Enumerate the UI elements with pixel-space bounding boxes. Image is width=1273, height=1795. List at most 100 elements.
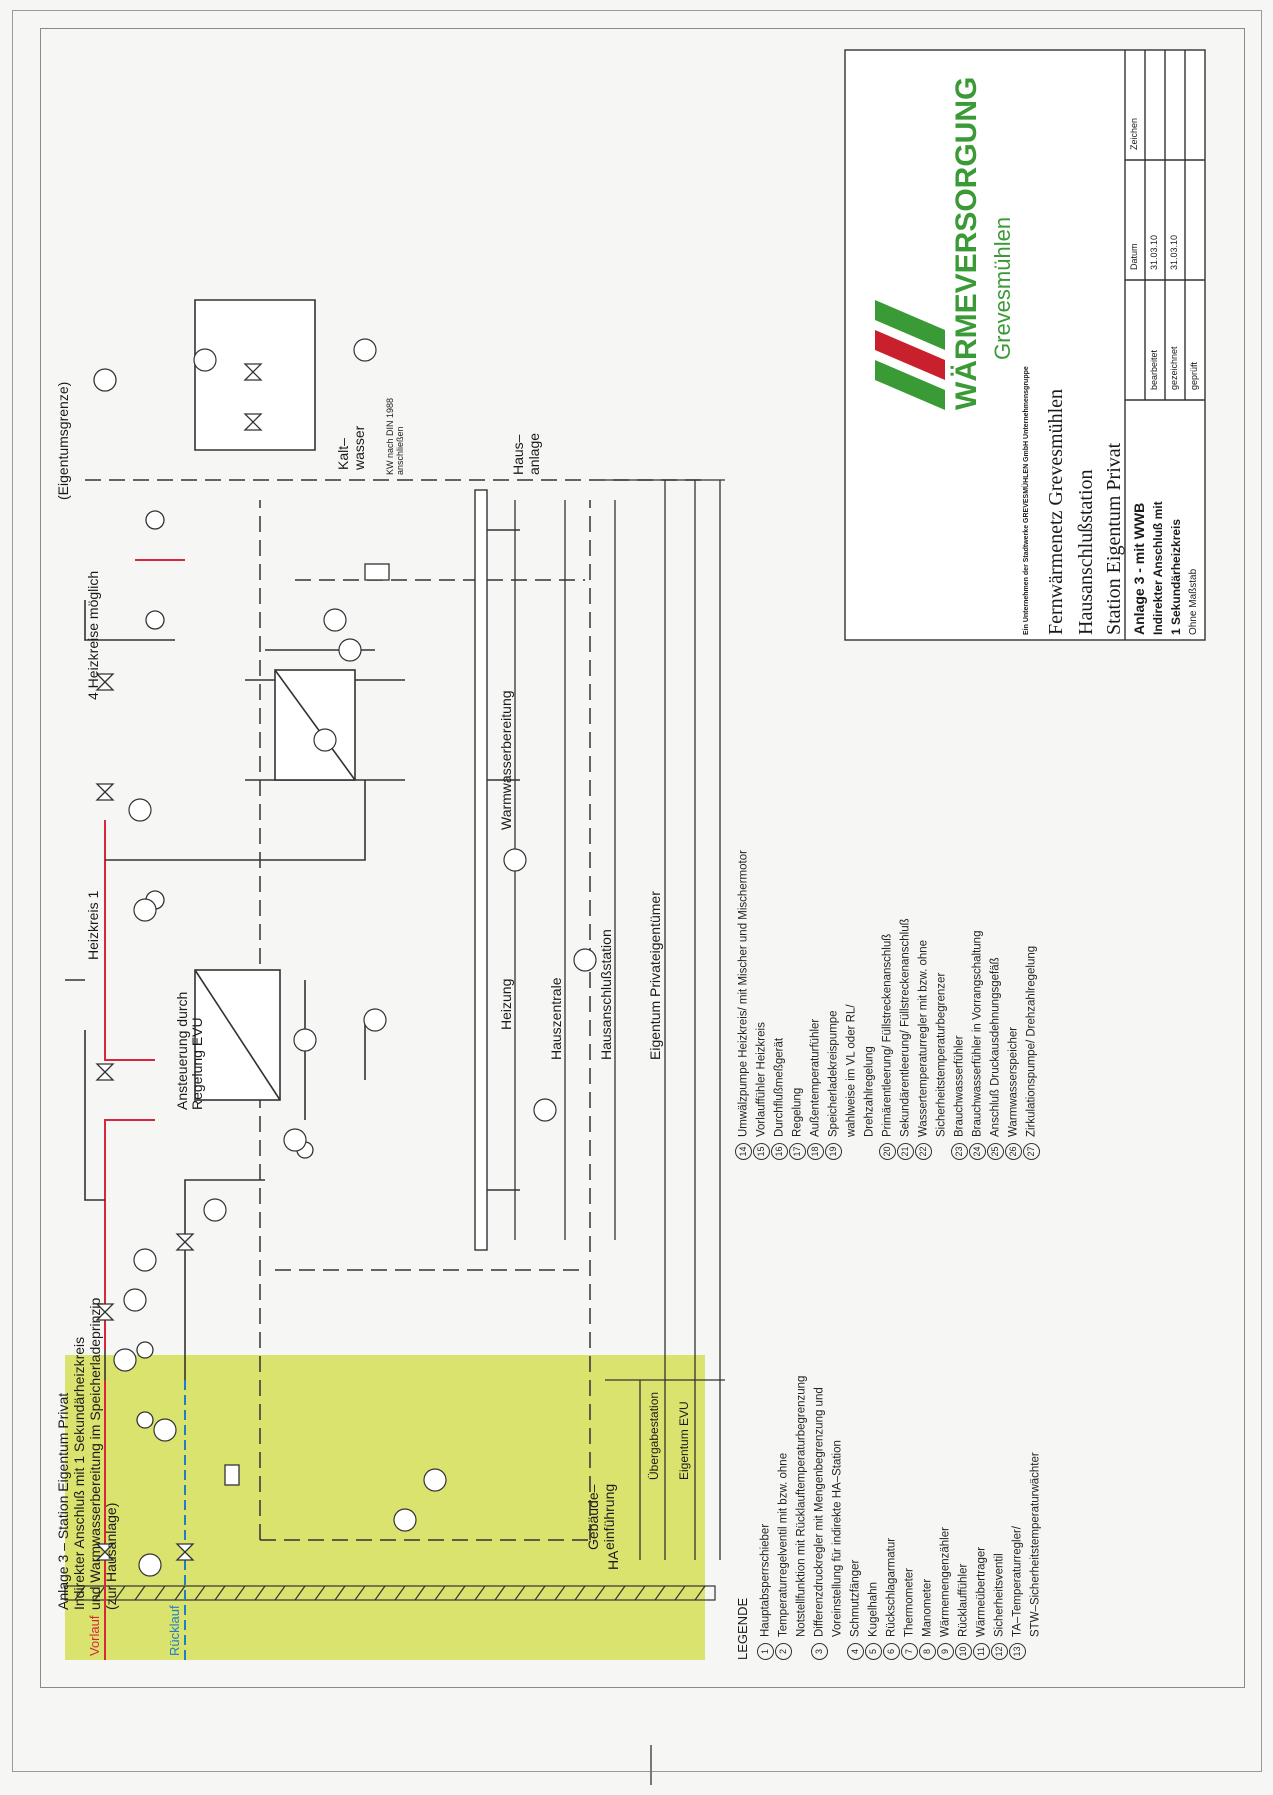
legend-number: 14 bbox=[735, 1143, 752, 1160]
legend-item: 11Wärmeübertrager bbox=[973, 1180, 991, 1660]
hausanlage-line-1: Haus– bbox=[510, 434, 526, 475]
legend-item: 26Warmwasserspeicher bbox=[1005, 660, 1023, 1160]
legend-text: Außentemperaturfühler bbox=[809, 1018, 822, 1137]
legend-number: 25 bbox=[987, 1143, 1004, 1160]
kaltwasser-label: Kalt– wasser bbox=[335, 426, 367, 470]
legend-number: 9 bbox=[937, 1643, 954, 1660]
legend-text: Umwälzpumpe Heizkreis/ mit Mischer und M… bbox=[737, 850, 750, 1137]
valves bbox=[95, 363, 263, 1561]
brand-name: WÄRMEVERSORGUNG bbox=[950, 76, 983, 410]
legend-item: Notstellfunktion mit Rücklauftemperaturb… bbox=[793, 1180, 811, 1660]
eigentum-evu-label: Eigentum EVU bbox=[677, 1401, 691, 1480]
sheet-line-1: Anlage 3 - mit WWB bbox=[1131, 502, 1147, 635]
legend-number: 23 bbox=[951, 1143, 968, 1160]
legend-text: Brauchwasserfühler bbox=[953, 1035, 966, 1137]
vorlauf-line bbox=[104, 559, 185, 1660]
legend-text: Notstellfunktion mit Rücklauftemperaturb… bbox=[795, 1375, 808, 1637]
legend-item: 1 Hauptabsperrschieber bbox=[757, 1180, 775, 1660]
gebaeudeeinfuehrung-label: Gebäude– einführung bbox=[585, 1484, 617, 1550]
legend-right-column: 14 Umwälzpumpe Heizkreis/ mit Mischer und… bbox=[735, 660, 1041, 1160]
legend-number: 27 bbox=[1023, 1143, 1040, 1160]
project-line-1: Fernwärmenetz Grevesmühlen bbox=[1045, 388, 1067, 635]
row-geprueft: geprüft bbox=[1189, 361, 1199, 390]
legend-item: 17Regelung bbox=[789, 660, 807, 1160]
legend-text: Hauptabsperrschieber bbox=[759, 1523, 772, 1637]
rotated-drawing: Anlage 3 – Station Eigentum Privat Indir… bbox=[45, 30, 1235, 1680]
legend-text: Sekundärentleerung/ Füllstreckenanschluß bbox=[899, 918, 912, 1137]
legend-number: 20 bbox=[879, 1143, 896, 1160]
hausanlage-line-2: anlage bbox=[526, 432, 542, 475]
eigentum-privat-label: Eigentum Privateigentümer bbox=[647, 891, 663, 1060]
ansteuerung-line-1: Ansteuerung durch bbox=[174, 991, 190, 1110]
date-gezeichnet: 31.03.10 bbox=[1169, 234, 1179, 270]
legend-item: Voreinstellung für indirekte HA–Station bbox=[829, 1180, 847, 1660]
fold-mark bbox=[650, 1745, 652, 1785]
legend-item: 20 Primärentleerung/ Füllstreckenanschluß bbox=[879, 660, 897, 1160]
legend-number: 3 bbox=[811, 1643, 828, 1660]
legend-number: 15 bbox=[753, 1143, 770, 1160]
legend-item: 14 Umwälzpumpe Heizkreis/ mit Mischer und… bbox=[735, 660, 753, 1160]
hausanlage-label: Haus– anlage bbox=[510, 433, 542, 475]
legend-item: Drehzahlregelung bbox=[861, 660, 879, 1160]
titleblock-frame bbox=[844, 49, 1206, 641]
ruecklauf-label: Rücklauf bbox=[167, 1605, 182, 1656]
legend-item: wahlweise im VL oder RL/ bbox=[843, 660, 861, 1160]
legend-number: 12 bbox=[991, 1643, 1008, 1660]
legend-item: 13TA–Temperaturregler/ bbox=[1009, 1180, 1027, 1660]
brand-logo bbox=[875, 300, 945, 410]
legend-item: 27 Zirkulationspumpe/ Drehzahlregelung bbox=[1023, 660, 1041, 1160]
legend-text: Regelung bbox=[791, 1087, 804, 1137]
legend-text: Wärmeübertrager bbox=[975, 1546, 988, 1637]
title-line-1: Anlage 3 – Station Eigentum Privat bbox=[55, 1392, 71, 1610]
legend-number: 6 bbox=[883, 1643, 900, 1660]
legend-text: Sicherheitsventil bbox=[993, 1553, 1006, 1637]
kw-note-line-1: KW nach DIN 1988 bbox=[385, 397, 395, 475]
sheet-line-2: Indirekter Anschluß mit bbox=[1151, 501, 1165, 635]
legend-text: Rücklauffühler bbox=[957, 1563, 970, 1637]
legend-item: 12 Sicherheitsventil bbox=[991, 1180, 1009, 1660]
legend-text: Durchflußmeßgerät bbox=[773, 1037, 786, 1137]
row-gezeichnet: gezeichnet bbox=[1169, 346, 1179, 390]
building-wall bbox=[64, 1585, 716, 1601]
drawing-title: Anlage 3 – Station Eigentum Privat Indir… bbox=[55, 1298, 119, 1610]
heizkreise-label: 4 Heizkreise möglich bbox=[85, 570, 101, 700]
legend-number: 4 bbox=[847, 1643, 864, 1660]
legend-item: 19Speicherladekreispumpe bbox=[825, 660, 843, 1160]
sheet-line-3: 1 Sekundärheizkreis bbox=[1169, 518, 1183, 635]
legend-text: Anschluß Druckausdehnungsgefäß bbox=[989, 957, 1002, 1137]
legend-number: 21 bbox=[897, 1143, 914, 1160]
evu-zone bbox=[65, 1355, 705, 1660]
legend-item: 16Durchflußmeßgerät bbox=[771, 660, 789, 1160]
legend-item: Sicherheitstemperaturbegrenzer bbox=[933, 660, 951, 1160]
row-bearbeitet: bearbeitet bbox=[1149, 349, 1159, 390]
kw-note-line-2: anschließen bbox=[395, 426, 405, 475]
legend-item: 5Kugelhahn bbox=[865, 1180, 883, 1660]
project-line-3: Station Eigentum Privat bbox=[1103, 442, 1125, 635]
legend-text: Drehzahlregelung bbox=[863, 1046, 876, 1137]
legend-text: Sicherheitstemperaturbegrenzer bbox=[935, 972, 948, 1137]
legend-number: 8 bbox=[919, 1643, 936, 1660]
legend-title: LEGENDE bbox=[735, 1597, 750, 1660]
legend-item: 18Außentemperaturfühler bbox=[807, 660, 825, 1160]
legend-number: 2 bbox=[775, 1643, 792, 1660]
legend-text: Zirkulationspumpe/ Drehzahlregelung bbox=[1025, 945, 1038, 1137]
legend-text: Differenzdruckregler mit Mengenbegrenzun… bbox=[813, 1387, 826, 1637]
project-line-2: Hausanschlußstation bbox=[1075, 469, 1097, 635]
component-markers bbox=[113, 338, 597, 1577]
warmwasserbereitung-label: Warmwasserbereitung bbox=[498, 690, 514, 830]
legend-text: Primärentleerung/ Füllstreckenanschluß bbox=[881, 933, 894, 1137]
heat-exchanger-2 bbox=[274, 669, 356, 781]
primary-piping bbox=[65, 600, 405, 1380]
legend-number: 19 bbox=[825, 1143, 842, 1160]
legend-text: Wärmemengenzähler bbox=[939, 1527, 952, 1637]
gebaeude-line-2: einführung bbox=[601, 1483, 617, 1550]
legend-item: 7Thermometer bbox=[901, 1180, 919, 1660]
legend-text: Brauchwasserfühler in Vorrangschaltung bbox=[971, 930, 984, 1137]
legend-text: Schmutzfänger bbox=[849, 1559, 862, 1637]
legend-number: 5 bbox=[865, 1643, 882, 1660]
gebaeude-line-1: Gebäude– bbox=[585, 1484, 601, 1550]
brand-subtitle: Grevesmühlen bbox=[990, 216, 1015, 360]
legend-number: 1 bbox=[757, 1643, 774, 1660]
